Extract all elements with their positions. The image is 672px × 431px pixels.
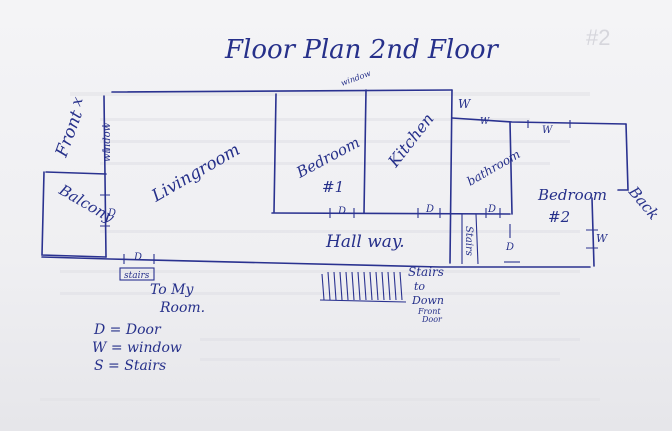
stairs-down-line3: Down <box>411 294 444 307</box>
door-mark: D <box>133 252 142 263</box>
back-label: Back <box>624 182 663 223</box>
bedroom1-number: #1 <box>322 178 344 196</box>
bedroom2-label: Bedroom <box>537 186 607 204</box>
legend-window: W = window <box>92 340 182 356</box>
stairs-down-line5: Door <box>421 315 443 324</box>
stairs-down-line2: to <box>414 280 425 293</box>
front-label: Front <box>52 108 88 161</box>
small-stairs-label: stairs <box>124 271 150 281</box>
main-stairs-hatch <box>319 271 407 303</box>
door-mark: D <box>425 204 434 215</box>
window-mark: W <box>480 117 490 127</box>
corner-mark: #2 <box>586 25 610 50</box>
page-title: Floor Plan 2nd Floor <box>224 35 500 65</box>
window-vertical: window <box>102 122 113 162</box>
legend-stairs: S = Stairs <box>94 358 166 374</box>
balcony-label: Balcony <box>55 180 118 227</box>
door-mark: D <box>487 204 496 215</box>
stairs-down-line4: Front <box>417 307 441 316</box>
window-word: window <box>340 69 373 88</box>
small-stairs: stairs <box>119 267 155 281</box>
legend: D = Door W = window S = Stairs <box>92 322 182 374</box>
door-mark: D <box>505 242 514 253</box>
door-mark: D <box>337 206 346 217</box>
to-my-room-line1: To My <box>150 282 194 298</box>
to-my-room-line2: Room. <box>159 300 205 316</box>
bleed-through-text <box>40 92 600 401</box>
walls <box>41 89 629 268</box>
livingroom-label: Livingroom <box>148 140 244 207</box>
window-mark: W <box>596 232 609 245</box>
tick-marks <box>100 120 598 264</box>
door-mark: D <box>107 208 116 219</box>
stairs-vertical-label: Stairs <box>463 226 474 256</box>
bathroom-label: bathroom <box>465 147 523 189</box>
window-mark: W <box>458 97 472 111</box>
legend-door: D = Door <box>93 322 162 338</box>
bedroom2-number: #2 <box>548 208 570 226</box>
window-mark: W <box>542 125 553 136</box>
hallway-label: Hall way. <box>325 232 405 252</box>
stairs-down-line1: Stairs <box>408 265 444 279</box>
